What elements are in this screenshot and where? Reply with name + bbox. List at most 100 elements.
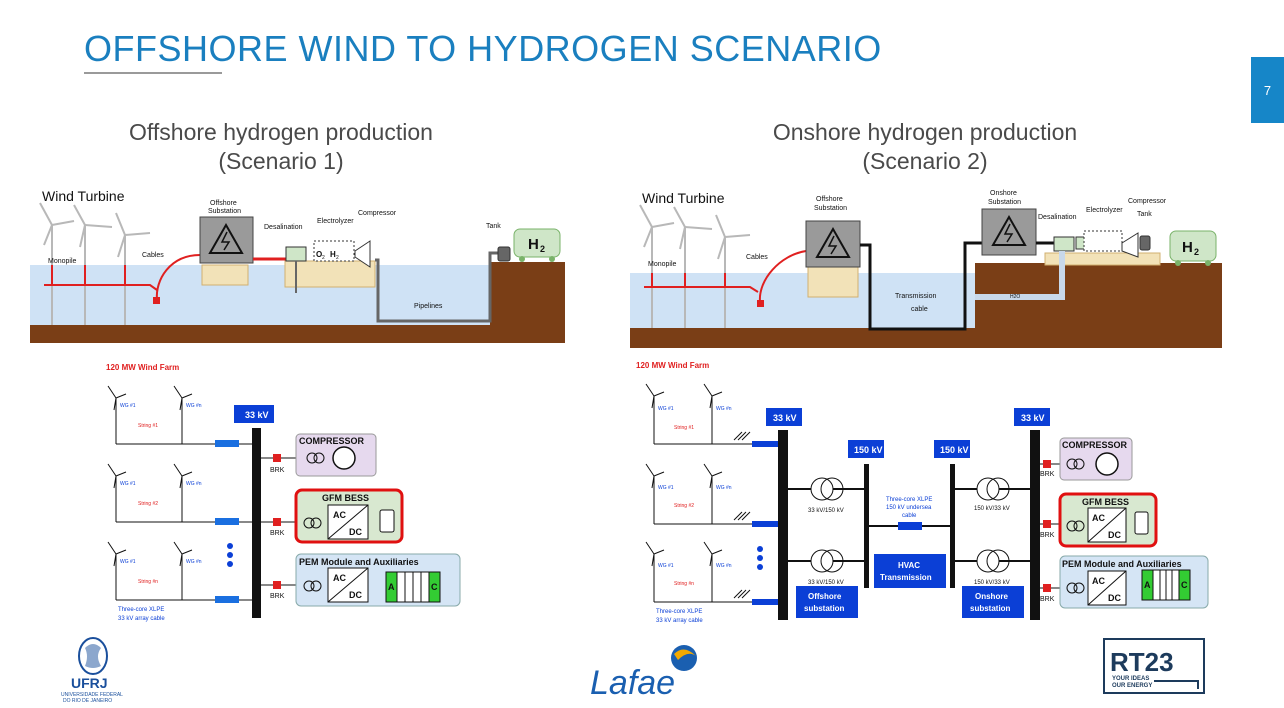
svg-text:AC: AC <box>1092 576 1105 586</box>
svg-text:Tank: Tank <box>1137 211 1152 218</box>
svg-text:Transmission: Transmission <box>880 573 932 582</box>
scenario1-heading-line2: (Scenario 1) <box>218 148 344 174</box>
svg-text:2: 2 <box>336 255 339 261</box>
svg-text:WG #n: WG #n <box>716 563 732 569</box>
svg-text:Three-core XLPE: Three-core XLPE <box>656 609 702 615</box>
svg-text:Offshore: Offshore <box>816 196 843 203</box>
svg-text:150 kV undersea: 150 kV undersea <box>886 505 932 511</box>
breaker <box>273 518 281 526</box>
svg-text:150 kV/33 kV: 150 kV/33 kV <box>974 506 1010 512</box>
breaker <box>1043 520 1051 528</box>
desalination-unit <box>285 246 307 262</box>
svg-text:Transmission: Transmission <box>895 293 936 300</box>
svg-text:Electrolyzer: Electrolyzer <box>1086 207 1123 214</box>
svg-text:Tank: Tank <box>486 223 501 230</box>
rt23-logo: RT23 YOUR IDEAS OUR ENERGY <box>1103 638 1205 694</box>
compressor-unit <box>354 240 371 268</box>
svg-text:WG #n: WG #n <box>186 481 202 487</box>
svg-text:String #n: String #n <box>674 581 694 587</box>
svg-text:150 kV: 150 kV <box>940 445 969 455</box>
svg-text:Onshore: Onshore <box>975 592 1008 601</box>
bus-33kv-offshore <box>778 430 788 620</box>
svg-text:WG #n: WG #n <box>186 403 202 409</box>
bus-150kv-onshore <box>950 464 955 588</box>
svg-text:Desalination: Desalination <box>264 224 303 231</box>
svg-text:cable: cable <box>902 513 917 519</box>
wind-turbine-label: Wind Turbine <box>642 190 725 206</box>
transformer-icon <box>976 549 1000 573</box>
svg-text:DC: DC <box>349 590 362 600</box>
motor-icon <box>1095 452 1119 476</box>
svg-text:BRK: BRK <box>1040 532 1055 539</box>
svg-text:String #n: String #n <box>138 579 158 585</box>
bus-33kv <box>252 428 261 618</box>
transmission-cable <box>860 241 982 331</box>
breaker <box>1043 584 1051 592</box>
svg-text:String #2: String #2 <box>138 501 158 507</box>
breaker <box>1043 460 1051 468</box>
tank-icon <box>497 246 511 262</box>
title-underline <box>84 72 222 74</box>
svg-text:BRK: BRK <box>270 530 285 537</box>
svg-text:String #2: String #2 <box>674 503 694 509</box>
scenario1-schematic: 120 MW Wind Farm WG #1 WG #n String #1 W… <box>106 363 461 622</box>
svg-text:2: 2 <box>322 255 325 261</box>
page-number: 7 <box>1263 82 1272 98</box>
svg-text:WG #1: WG #1 <box>658 485 674 491</box>
svg-text:AC: AC <box>333 573 346 583</box>
h2-truck <box>513 228 561 258</box>
svg-text:RT23: RT23 <box>1110 647 1174 677</box>
svg-text:WG #n: WG #n <box>716 485 732 491</box>
svg-text:COMPRESSOR: COMPRESSOR <box>1062 440 1128 450</box>
svg-text:150 kV: 150 kV <box>854 445 883 455</box>
monopile-label: Monopile <box>48 258 77 265</box>
svg-text:DC: DC <box>349 527 362 537</box>
cables-label: Cables <box>746 254 768 261</box>
svg-text:String #1: String #1 <box>674 425 694 431</box>
svg-text:H2O: H2O <box>1010 294 1020 300</box>
svg-text:substation: substation <box>970 604 1011 613</box>
svg-text:BRK: BRK <box>270 467 285 474</box>
svg-text:PEM Module and Auxiliaries: PEM Module and Auxiliaries <box>299 557 419 567</box>
svg-text:WG #1: WG #1 <box>658 563 674 569</box>
export-cable <box>758 250 807 303</box>
electrolyzer-unit <box>313 240 355 262</box>
svg-text:DC: DC <box>1108 530 1121 540</box>
svg-text:Compressor: Compressor <box>1128 198 1167 205</box>
svg-text:A: A <box>388 582 395 592</box>
svg-text:Substation: Substation <box>814 205 847 212</box>
scenario1-illustration: Wind Turbine Monopile Cables Offshore Su… <box>30 188 565 343</box>
svg-text:cable: cable <box>911 306 928 313</box>
scenario2-heading-line1: Onshore hydrogen production <box>772 119 1078 145</box>
svg-text:COMPRESSOR: COMPRESSOR <box>299 436 365 446</box>
svg-text:Pipelines: Pipelines <box>414 303 443 310</box>
svg-text:Compressor: Compressor <box>358 210 397 217</box>
tank-icon <box>1139 235 1151 251</box>
svg-text:C: C <box>431 582 438 592</box>
inter-array-cable <box>44 284 158 291</box>
desalination-unit <box>1053 236 1075 252</box>
scenario2-heading-line2: (Scenario 2) <box>862 148 988 174</box>
wind-farm-label: 120 MW Wind Farm <box>106 363 179 372</box>
turbine-strings <box>107 385 220 601</box>
svg-text:WG #1: WG #1 <box>120 481 136 487</box>
ufrj-emblem-icon <box>78 637 108 675</box>
svg-text:String #1: String #1 <box>138 423 158 429</box>
svg-text:BRK: BRK <box>270 593 285 600</box>
transformer-icon <box>976 477 1000 501</box>
scenario2-schematic: 120 MW Wind Farm WG #1 WG #n String #1 W… <box>636 361 1209 624</box>
svg-text:UFRJ: UFRJ <box>71 675 108 691</box>
svg-text:Substation: Substation <box>208 208 241 215</box>
breaker <box>273 581 281 589</box>
svg-text:2: 2 <box>1194 247 1199 257</box>
inter-array-cable <box>644 286 759 293</box>
shore-land <box>975 263 1222 348</box>
svg-text:Onshore: Onshore <box>990 190 1017 197</box>
seabed <box>30 325 565 343</box>
breaker <box>273 454 281 462</box>
wind-turbine-label: Wind Turbine <box>42 188 125 204</box>
svg-text:C: C <box>1181 580 1188 590</box>
svg-text:33 kV/150 kV: 33 kV/150 kV <box>808 580 844 586</box>
wind-turbine-icon <box>39 202 151 325</box>
svg-text:Substation: Substation <box>988 199 1021 206</box>
